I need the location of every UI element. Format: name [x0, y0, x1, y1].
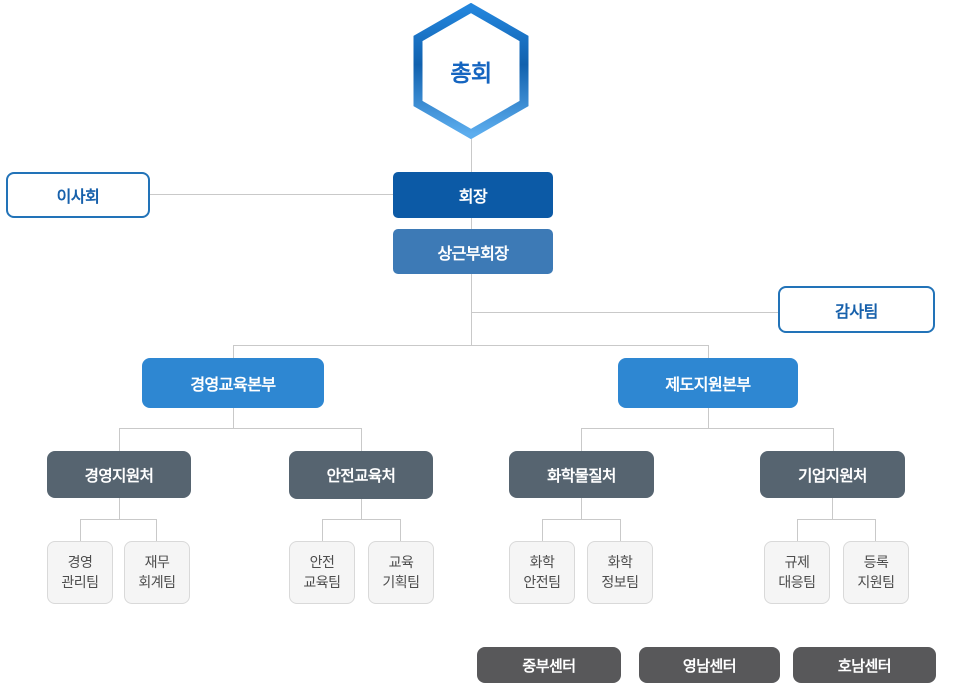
department-safety-education-box: 안전교육처 — [289, 451, 433, 499]
audit-team-box: 감사팀 — [778, 286, 935, 333]
connector-line — [833, 428, 834, 451]
connector-line — [400, 519, 401, 541]
assembly-box: 총회 — [450, 60, 492, 86]
team-label-line2: 안전팀 — [523, 573, 561, 590]
team-label-line2: 회계팀 — [138, 573, 176, 590]
team-safety-education-box: 안전 교육팀 — [289, 541, 355, 604]
connector-line — [119, 498, 120, 519]
connector-line — [581, 428, 833, 429]
center-honam-box: 호남센터 — [793, 647, 936, 683]
connector-line — [472, 312, 778, 313]
team-label-line2: 관리팀 — [61, 573, 99, 590]
team-label-line2: 대응팀 — [778, 573, 816, 590]
division-system-support-box: 제도지원본부 — [618, 358, 798, 408]
team-education-planning-box: 교육 기획팀 — [368, 541, 434, 604]
connector-line — [322, 519, 401, 520]
vice-chairman-box: 상근부회장 — [393, 229, 553, 274]
connector-line — [119, 428, 120, 451]
connector-line — [119, 428, 361, 429]
team-label-line2: 기획팀 — [382, 573, 420, 590]
connector-line — [471, 139, 472, 172]
department-chemical-substances-box: 화학물질처 — [509, 451, 654, 498]
connector-line — [797, 519, 798, 541]
team-regulation-response-box: 규제 대응팀 — [764, 541, 830, 604]
division-management-education-box: 경영교육본부 — [142, 358, 324, 408]
board-of-directors-box: 이사회 — [6, 172, 150, 218]
department-business-support-box: 기업지원처 — [760, 451, 905, 498]
team-label-line2: 정보팀 — [601, 573, 639, 590]
hexagon-outline-icon — [413, 2, 529, 140]
connector-line — [708, 345, 709, 358]
center-jungbu-box: 중부센터 — [477, 647, 621, 683]
team-chemical-safety-box: 화학 안전팀 — [509, 541, 575, 604]
team-label-line1: 화학 — [607, 553, 633, 570]
connector-line — [361, 499, 362, 519]
assembly-hexagon — [413, 2, 529, 140]
connector-line — [233, 408, 234, 428]
connector-line — [542, 519, 543, 541]
team-label-line1: 재무 — [144, 553, 170, 570]
connector-line — [80, 519, 81, 541]
team-label-line1: 경영 — [67, 553, 93, 570]
connector-line — [361, 428, 362, 451]
connector-line — [708, 408, 709, 428]
connector-line — [620, 519, 621, 541]
connector-line — [581, 498, 582, 519]
team-label-line1: 교육 — [388, 553, 414, 570]
center-yeongnam-box: 영남센터 — [639, 647, 780, 683]
team-chemical-information-box: 화학 정보팀 — [587, 541, 653, 604]
connector-line — [542, 519, 620, 520]
team-label-line1: 규제 — [784, 553, 810, 570]
team-label-line1: 등록 — [863, 553, 889, 570]
connector-line — [797, 519, 875, 520]
connector-line — [156, 519, 157, 541]
connector-line — [80, 519, 157, 520]
team-label-line1: 안전 — [309, 553, 335, 570]
team-management-admin-box: 경영 관리팀 — [47, 541, 113, 604]
team-registration-support-box: 등록 지원팀 — [843, 541, 909, 604]
team-label-line2: 지원팀 — [857, 573, 895, 590]
connector-line — [471, 218, 472, 229]
connector-line — [233, 345, 708, 346]
connector-line — [150, 194, 393, 195]
connector-line — [233, 345, 234, 358]
team-label-line1: 화학 — [529, 553, 555, 570]
connector-line — [832, 498, 833, 519]
connector-line — [471, 274, 472, 345]
chairman-box: 회장 — [393, 172, 553, 218]
team-label-line2: 교육팀 — [303, 573, 341, 590]
connector-line — [875, 519, 876, 541]
connector-line — [322, 519, 323, 541]
department-management-support-box: 경영지원처 — [47, 451, 191, 498]
team-finance-accounting-box: 재무 회계팀 — [124, 541, 190, 604]
connector-line — [581, 428, 582, 451]
